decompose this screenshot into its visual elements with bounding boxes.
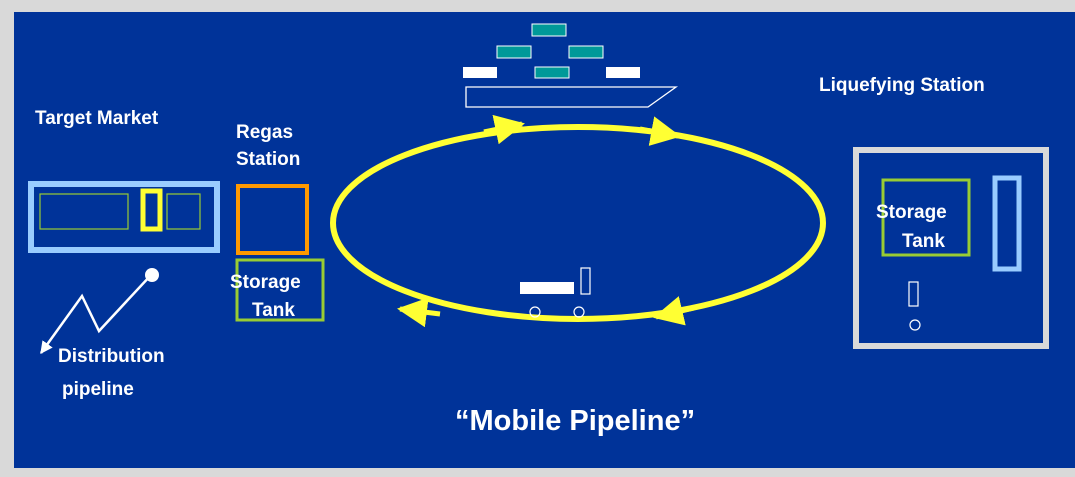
container-block bbox=[534, 66, 570, 79]
lng-ship bbox=[463, 23, 679, 108]
truck-wheel bbox=[529, 306, 541, 318]
regas-storage-tank-box bbox=[235, 258, 325, 322]
truck-wheel bbox=[573, 306, 585, 318]
lng-truck bbox=[520, 267, 591, 318]
regas-station-box bbox=[236, 184, 309, 255]
liq-pump-icon bbox=[908, 281, 919, 307]
container-block bbox=[606, 67, 640, 78]
distribution-pipeline-label-line1: Distribution bbox=[58, 346, 165, 367]
target-market-label: Target Market bbox=[35, 108, 159, 129]
liquefying-station-box bbox=[853, 147, 1049, 349]
liq-storage-label-line2: Tank bbox=[902, 231, 945, 252]
market-left-block bbox=[39, 193, 129, 230]
container-block bbox=[496, 45, 532, 59]
liquefying-station-label: Liquefying Station bbox=[819, 75, 985, 96]
market-right-block bbox=[166, 193, 201, 230]
ship-hull bbox=[465, 86, 679, 108]
lng-chain-diagram: Target Market Distribution pipeline Rega… bbox=[28, 23, 1049, 437]
regas-storage-label-line2: Tank bbox=[252, 300, 295, 321]
regas-station-label-line2: Station bbox=[236, 149, 300, 170]
loop-arrow-icon bbox=[397, 297, 441, 328]
market-outer-frame bbox=[28, 181, 220, 253]
distribution-pipeline-line bbox=[39, 268, 159, 355]
liq-valve-icon bbox=[909, 319, 921, 331]
mobile-pipeline-label: “Mobile Pipeline” bbox=[455, 405, 695, 437]
truck-cab bbox=[580, 267, 591, 295]
pipeline-node-icon bbox=[145, 268, 159, 282]
container-block bbox=[531, 23, 567, 37]
container-block bbox=[463, 67, 497, 78]
market-center-bar bbox=[140, 188, 163, 232]
regas-storage-label-line1: Storage bbox=[230, 272, 301, 293]
container-block bbox=[568, 45, 604, 59]
distribution-pipeline-label-line2: pipeline bbox=[62, 379, 134, 400]
pipeline-zigzag bbox=[39, 274, 152, 355]
loop-arrow-icon bbox=[483, 114, 525, 145]
loop-arrow-icon bbox=[639, 116, 681, 146]
slide-canvas: Target Market Distribution pipeline Rega… bbox=[14, 12, 1075, 468]
mobile-pipeline-loop bbox=[330, 114, 826, 328]
truck-tank bbox=[520, 282, 574, 294]
target-market-box bbox=[28, 181, 220, 253]
regas-station-label-line1: Regas bbox=[236, 122, 293, 143]
loop-ellipse bbox=[330, 124, 826, 322]
liq-storage-label-line1: Storage bbox=[876, 202, 947, 223]
liq-column-icon bbox=[992, 175, 1022, 272]
liq-storage-tank-box bbox=[881, 178, 971, 257]
loop-arrow-icon bbox=[653, 296, 695, 326]
